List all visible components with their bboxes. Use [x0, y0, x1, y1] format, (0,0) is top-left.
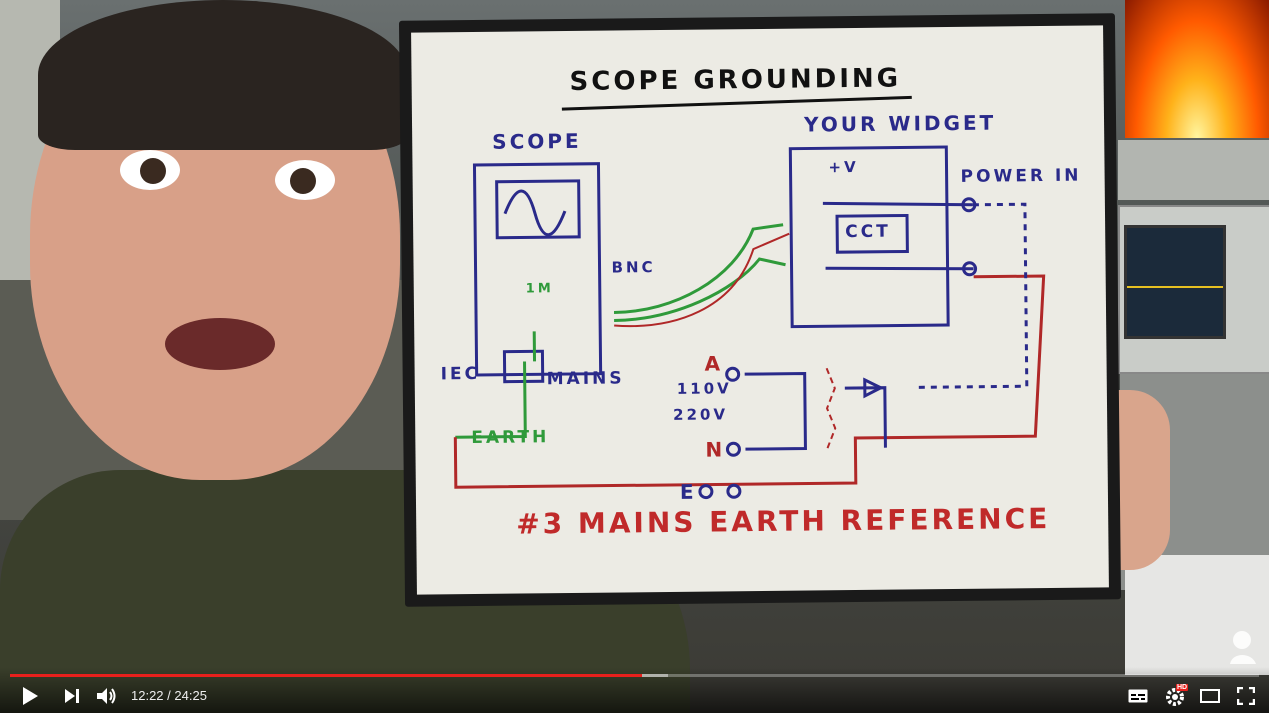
- duration: 24:25: [174, 688, 207, 703]
- neutral-n-label: N: [705, 437, 726, 462]
- hd-badge: HD: [1176, 684, 1189, 691]
- current-time: 12:22: [131, 688, 164, 703]
- play-icon: [23, 687, 38, 705]
- iec-label: IEC: [440, 363, 481, 385]
- next-button[interactable]: [60, 684, 84, 708]
- time-separator: /: [167, 688, 171, 703]
- theater-mode-button[interactable]: [1198, 684, 1222, 708]
- time-display: 12:22 / 24:25: [131, 688, 207, 703]
- resistor-label: 1M: [525, 281, 554, 297]
- mains-label: MAINS: [546, 368, 625, 390]
- caption: #3 MAINS EARTH REFERENCE: [516, 501, 1051, 541]
- gear-icon: [1166, 688, 1184, 706]
- v220-label: 220V: [672, 405, 729, 424]
- fire-image: [1125, 0, 1269, 138]
- settings-button[interactable]: HD: [1162, 684, 1190, 708]
- whiteboard-diagram: [453, 95, 1046, 500]
- scope-label: SCOPE: [492, 128, 582, 154]
- progress-played: [10, 674, 642, 677]
- channel-watermark[interactable]: [1222, 624, 1264, 666]
- theater-icon: [1200, 689, 1220, 703]
- subtitles-icon: [1128, 689, 1148, 703]
- v110-label: 110V: [676, 379, 732, 398]
- background-oscilloscope: [1118, 205, 1269, 374]
- earth-label: EARTH: [471, 427, 550, 449]
- phase-a-label: A: [704, 351, 724, 376]
- volume-icon: [97, 688, 116, 704]
- subtitles-button[interactable]: [1126, 684, 1150, 708]
- widget-label: YOUR WIDGET: [803, 110, 997, 137]
- earth-e-label: E: [679, 479, 697, 504]
- power-label: POWER IN: [960, 165, 1082, 187]
- cct-label: CCT: [845, 221, 891, 243]
- volume-button[interactable]: [94, 684, 120, 708]
- fullscreen-icon: [1237, 687, 1255, 705]
- play-button[interactable]: [18, 684, 42, 708]
- fullscreen-button[interactable]: [1234, 684, 1258, 708]
- plus-v-label: +V: [828, 157, 859, 177]
- bnc-label: BNC: [611, 258, 656, 277]
- whiteboard-title: SCOPE GROUNDING: [569, 63, 902, 97]
- next-icon: [65, 689, 79, 703]
- progress-bar[interactable]: [10, 674, 1259, 677]
- whiteboard: SCOPE GROUNDING SCOPE YOUR WIDGET POWER …: [398, 13, 1122, 607]
